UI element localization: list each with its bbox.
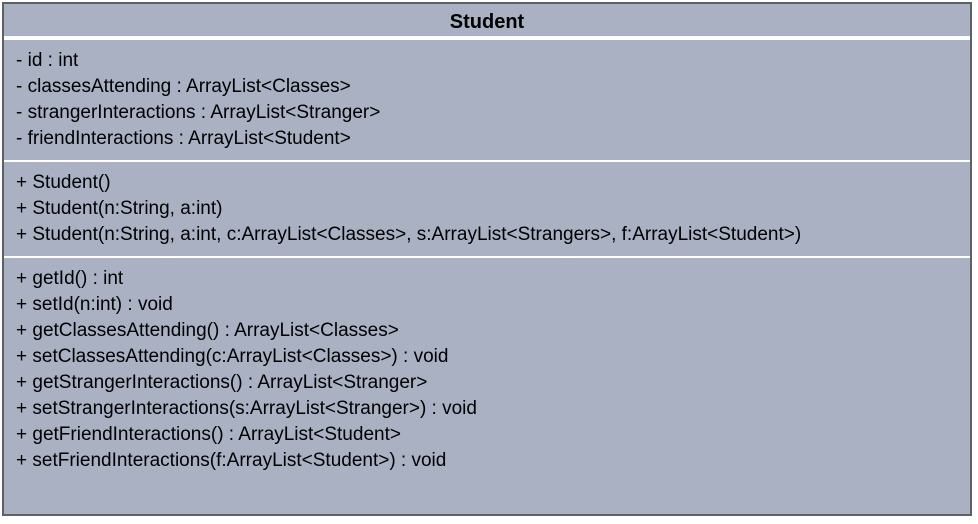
method-row: + getStrangerInteractions() : ArrayList<…: [16, 372, 428, 393]
methods-compartment: + getId() : int + setId(n:int) : void + …: [4, 258, 970, 474]
method-row: + getClassesAttending() : ArrayList<Clas…: [16, 320, 399, 341]
attributes-compartment: - id : int - classesAttending : ArrayLis…: [4, 40, 970, 162]
method-row: + setStrangerInteractions(s:ArrayList<St…: [16, 398, 477, 419]
method-row: + getId() : int: [16, 268, 124, 289]
method-row: + getFriendInteractions() : ArrayList<St…: [16, 424, 401, 445]
class-name-header: Student: [4, 4, 970, 40]
uml-class-box: Student - id : int - classesAttending : …: [2, 2, 972, 516]
attribute-row: - id : int: [16, 50, 79, 71]
method-row: + setClassesAttending(c:ArrayList<Classe…: [16, 346, 449, 367]
constructor-row: + Student(n:String, a:int, c:ArrayList<C…: [16, 224, 802, 245]
attribute-row: - friendInteractions : ArrayList<Student…: [16, 128, 351, 149]
method-row: + setFriendInteractions(f:ArrayList<Stud…: [16, 450, 447, 471]
attribute-row: - strangerInteractions : ArrayList<Stran…: [16, 102, 381, 123]
constructors-compartment: + Student() + Student(n:String, a:int) +…: [4, 162, 970, 258]
constructor-row: + Student(n:String, a:int): [16, 198, 223, 219]
attribute-row: - classesAttending : ArrayList<Classes>: [16, 76, 351, 97]
method-row: + setId(n:int) : void: [16, 294, 173, 315]
constructor-row: + Student(): [16, 172, 111, 193]
